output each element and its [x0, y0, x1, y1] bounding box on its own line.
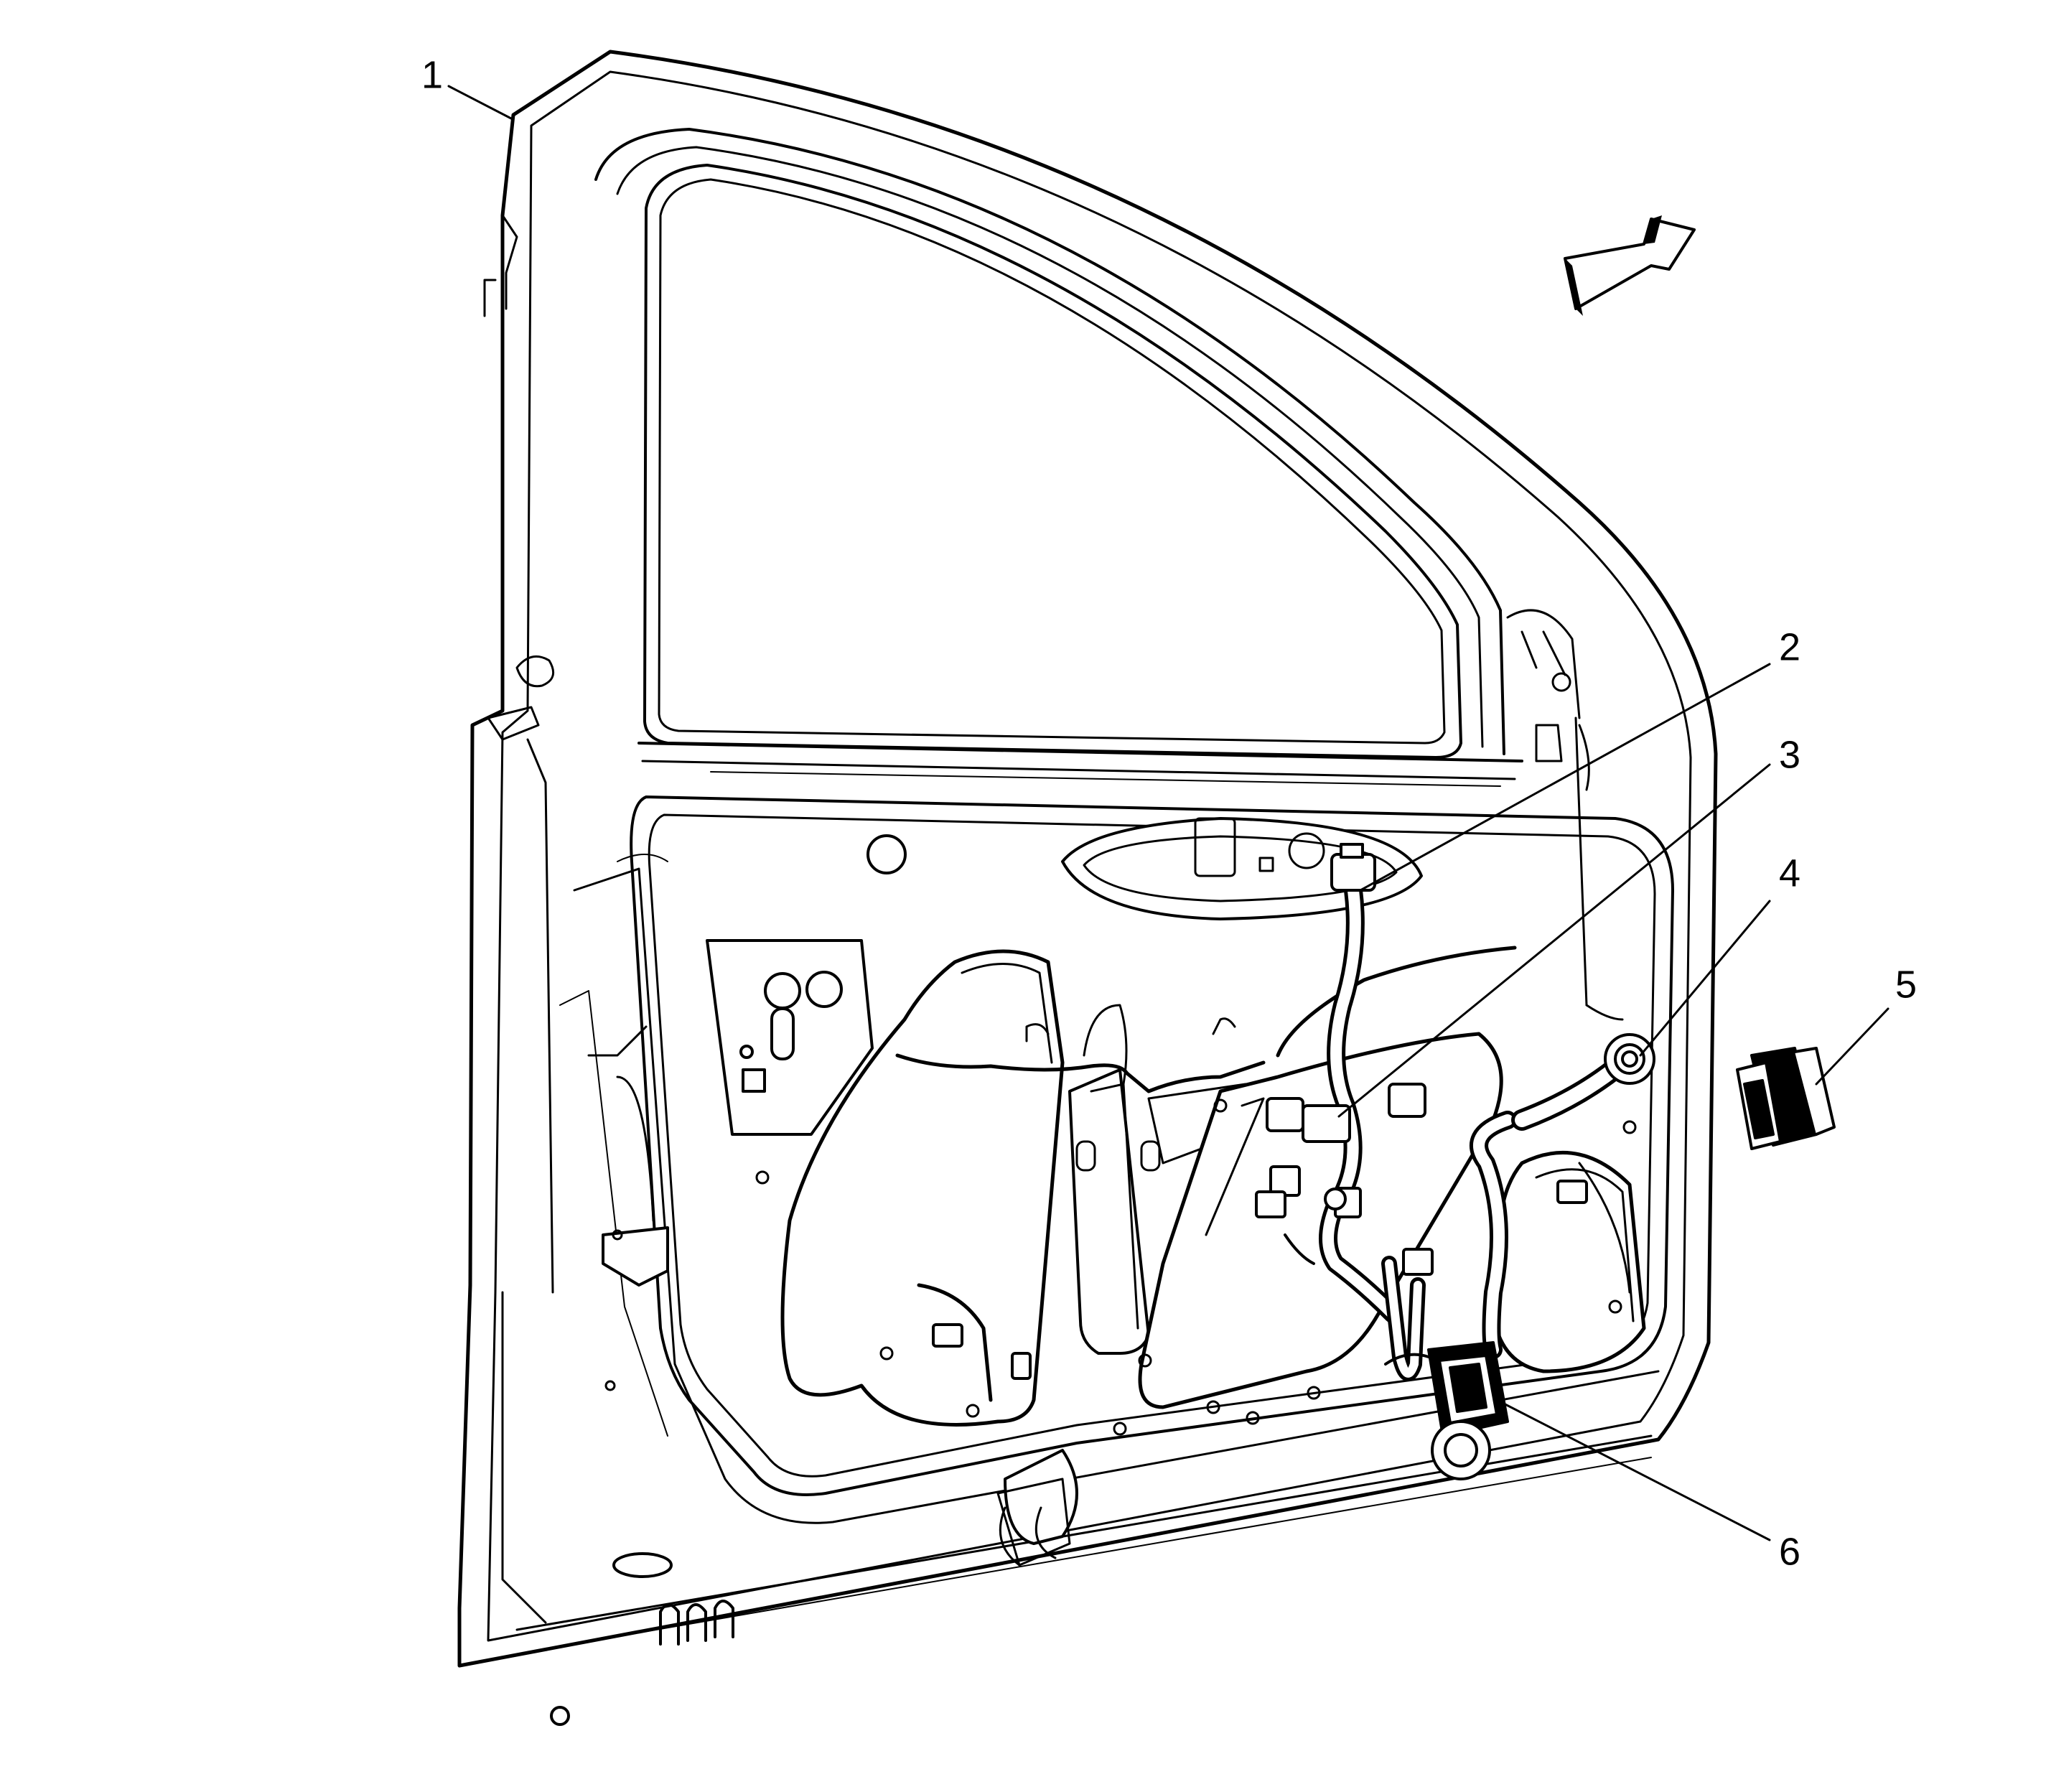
latch-area	[587, 1025, 669, 1287]
large-cutout-left	[780, 949, 1065, 1427]
callout-3: 3	[1779, 733, 1800, 776]
lower-channel	[996, 1449, 1078, 1567]
window-frame	[594, 128, 1523, 787]
leader-lines	[447, 85, 1889, 1541]
connectors	[932, 843, 1588, 1380]
harness-wires	[895, 946, 1517, 1402]
direction-arrow-icon	[1564, 215, 1696, 316]
bottom-reliefs	[550, 1552, 734, 1726]
detached-module	[1736, 1047, 1836, 1150]
callout-2: 2	[1779, 625, 1800, 668]
callout-1: 1	[421, 53, 443, 96]
module-mounted	[1384, 1341, 1509, 1480]
callout-5: 5	[1895, 963, 1917, 1006]
panel-holes	[604, 1098, 1637, 1436]
callout-6: 6	[1779, 1530, 1800, 1573]
speaker-opening	[1491, 1150, 1646, 1373]
callouts: 1 2 3 4 5 6	[421, 53, 1917, 1573]
handle-recess	[1061, 817, 1423, 920]
callout-4: 4	[1779, 851, 1800, 895]
grommet	[1604, 1033, 1655, 1085]
left-access-hole	[706, 834, 907, 1136]
large-cutout-right	[1138, 1032, 1503, 1409]
hinge-side-details	[1506, 609, 1624, 1021]
